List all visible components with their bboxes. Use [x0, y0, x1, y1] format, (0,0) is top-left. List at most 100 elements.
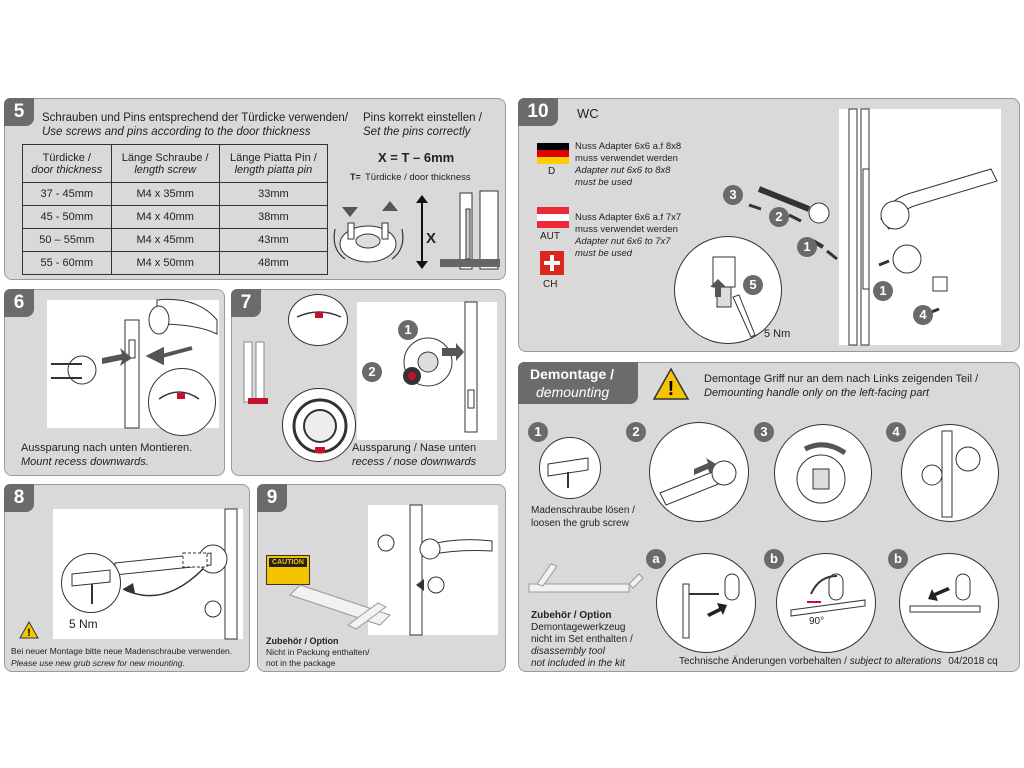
caution-label-text: CAUTION: [269, 558, 307, 567]
demount-warning-icon: !: [652, 367, 690, 400]
step-5-badge: 5: [4, 98, 34, 126]
step-9-badge: 9: [257, 484, 287, 512]
demount-sub-b1-marker: b: [764, 549, 784, 569]
step-7-detail-circle-top: [288, 294, 348, 346]
step-9-panel: 9 CAUTION Zubehör / Option Nicht in Pack…: [257, 484, 506, 672]
step-10-marker-5: 5: [743, 275, 763, 295]
d-adapter-l4: must be used: [575, 177, 633, 188]
demount-title-en: demounting: [536, 384, 610, 400]
tool-pull-drawing: [909, 573, 981, 613]
grub-screw-drawing: [71, 569, 111, 604]
screw-pin-table: Türdicke /door thickness Länge Schraube …: [22, 144, 329, 275]
demount-sub-b1-circle: [776, 553, 876, 653]
step-10-drawing: [748, 108, 998, 346]
demount-warning-de: Demontage Griff nur an dem nach Links ze…: [704, 373, 979, 385]
demount-step-2-marker: 2: [626, 422, 646, 442]
remove-rosette-drawing: [921, 430, 981, 518]
svg-text:!: !: [27, 627, 31, 639]
step-8-badge: 8: [4, 484, 34, 512]
demount-step-1-en: loosen the grub screw: [531, 518, 629, 529]
demount-step-4-circle: [901, 424, 999, 522]
step-8-torque: 5 Nm: [69, 617, 98, 631]
demount-tool-drawing: [528, 563, 644, 593]
demount-step-1-circle: [539, 437, 601, 499]
demount-panel: Demontage / demounting ! Demontage Griff…: [518, 362, 1020, 672]
caution-label: CAUTION: [266, 555, 310, 585]
step-10-marker-4: 4: [913, 305, 933, 325]
step-8-panel: 8 5 Nm ! Bei neuer Montage bitte neue Ma…: [4, 484, 250, 672]
flag-switzerland: [540, 251, 564, 275]
step-6-detail-circle: [148, 368, 216, 436]
flag-austria: [537, 207, 569, 228]
nut-adapter-drawing: [710, 256, 756, 338]
d-adapter-l1: Nuss Adapter 6x6 a.f 8x8: [575, 141, 682, 152]
rotate-rosette-drawing: [796, 442, 847, 504]
pin-adjust-illustration: [333, 190, 500, 270]
d-adapter-l3: Adapter nut 6x6 to 8x8: [575, 165, 671, 176]
step-10-torque: 5 Nm: [764, 328, 791, 340]
step-10-marker-3: 3: [723, 185, 743, 205]
step-10-marker-1a: 1: [797, 237, 817, 257]
step-6-panel: 6 Aussparung nach unten Montieren. Mount…: [4, 289, 225, 476]
pin-formula-note: Türdicke / door thickness: [365, 172, 471, 183]
demount-accessory-l2: nicht im Set enthalten /: [531, 634, 633, 645]
step-8-note-en: Please use new grub screw for new mounti…: [11, 658, 185, 668]
demount-title-de: Demontage /: [530, 366, 615, 382]
aut-adapter-l1: Nuss Adapter 6x6 a.f 7x7: [575, 212, 682, 223]
detail-recess-drawing: [158, 391, 200, 400]
demount-sub-b2-marker: b: [888, 549, 908, 569]
recess-top-drawing: [296, 311, 342, 318]
step-10-marker-1b: 1: [873, 281, 893, 301]
x-dimension-label: X: [426, 230, 437, 247]
flag-germany: [537, 143, 569, 164]
grub-screw-loosen-drawing: [547, 457, 589, 488]
step-7-marker-1: 1: [398, 320, 418, 340]
disassembly-tool-drawing: [289, 584, 391, 630]
step-7-panel: 7 1 2 Aussparung / Nase unten recess / n…: [231, 289, 506, 476]
svg-text:!: !: [668, 378, 675, 400]
demount-step-1-de: Madenschraube lösen /: [531, 505, 635, 516]
demount-warning-en: Demounting handle only on the left-facin…: [704, 387, 930, 399]
step-9-drawing: [377, 504, 493, 636]
step-8-note-de: Bei neuer Montage bitte neue Madenschrau…: [11, 646, 233, 656]
flag-label-ch: CH: [543, 279, 558, 290]
demount-step-3-circle: [774, 424, 872, 522]
pin-formula: X = T – 6mm: [378, 150, 455, 165]
tool-insert-drawing: [682, 573, 740, 639]
step-7-badge: 7: [231, 289, 261, 317]
col-header-door-thickness: Türdicke /door thickness: [22, 144, 112, 183]
step-10-title: WC: [577, 106, 599, 121]
demount-accessory-title: Zubehör / Option: [531, 610, 612, 621]
step-6-caption-de: Aussparung nach unten Montieren.: [21, 442, 193, 454]
pins-heading-de: Pins korrekt einstellen /: [363, 112, 482, 124]
demount-sub-a-circle: [656, 553, 756, 653]
pin-formula-t: T=: [350, 172, 361, 182]
demount-accessory-l3: disassembly tool: [531, 646, 605, 657]
demount-sub-b2-circle: [899, 553, 999, 653]
warning-icon: !: [19, 620, 39, 639]
pins-heading-en: Set the pins correctly: [363, 126, 471, 138]
remove-handle-drawing: [659, 458, 737, 506]
demount-step-2-circle: [649, 422, 749, 522]
step-7-detail-circle-bottom: [282, 388, 356, 462]
demount-step-4-marker: 4: [886, 422, 906, 442]
col-header-length-pin: Länge Piatta Pin /length piatta pin: [218, 144, 329, 183]
aut-adapter-l3: Adapter nut 6x6 to 7x7: [575, 236, 671, 247]
d-adapter-l2: muss verwendet werden: [575, 153, 678, 164]
footer-alterations: Technische Änderungen vorbehalten / subj…: [679, 656, 998, 667]
demount-sub-a-marker: a: [646, 549, 666, 569]
demount-step-3-marker: 3: [754, 422, 774, 442]
rosette-ring-drawing: [292, 398, 348, 454]
step-9-illustration: [368, 505, 498, 635]
step-8-detail-circle: [61, 553, 121, 613]
step-7-drawing: [243, 301, 478, 433]
step-7-marker-2: 2: [362, 362, 382, 382]
step-7-caption-de: Aussparung / Nase unten: [352, 442, 477, 454]
tool-rotate-drawing: [790, 573, 866, 617]
rotation-angle: 90°: [809, 616, 825, 627]
step-6-caption-en: Mount recess downwards.: [21, 456, 149, 468]
step-9-accessory-de: Nicht in Packung enthalten/: [266, 647, 370, 657]
